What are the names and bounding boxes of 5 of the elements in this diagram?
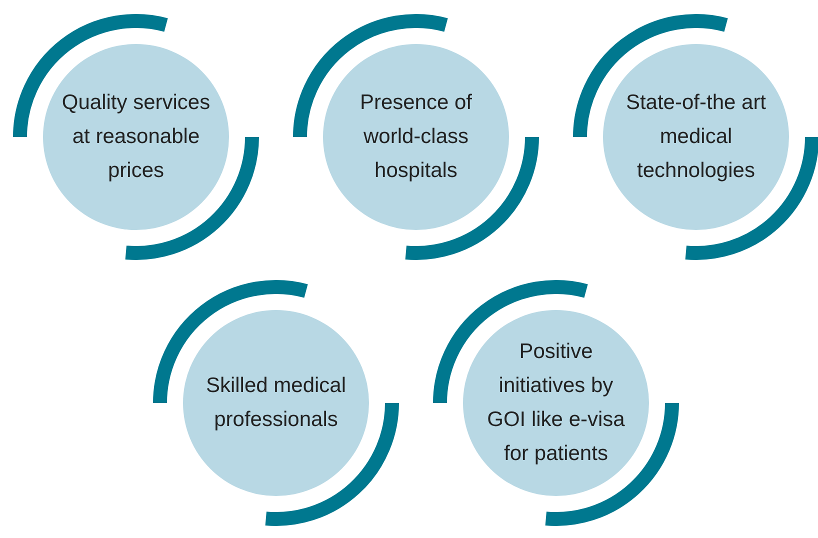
node-text: Positive initiatives by GOI like e-visa for patients xyxy=(486,339,626,467)
node-text: Presence of world-class hospitals xyxy=(358,90,474,184)
node-text: Skilled medical professionals xyxy=(204,373,348,433)
node-text: State-of-the art medical technologies xyxy=(624,90,768,184)
node-text: Quality services at reasonable prices xyxy=(61,90,211,184)
